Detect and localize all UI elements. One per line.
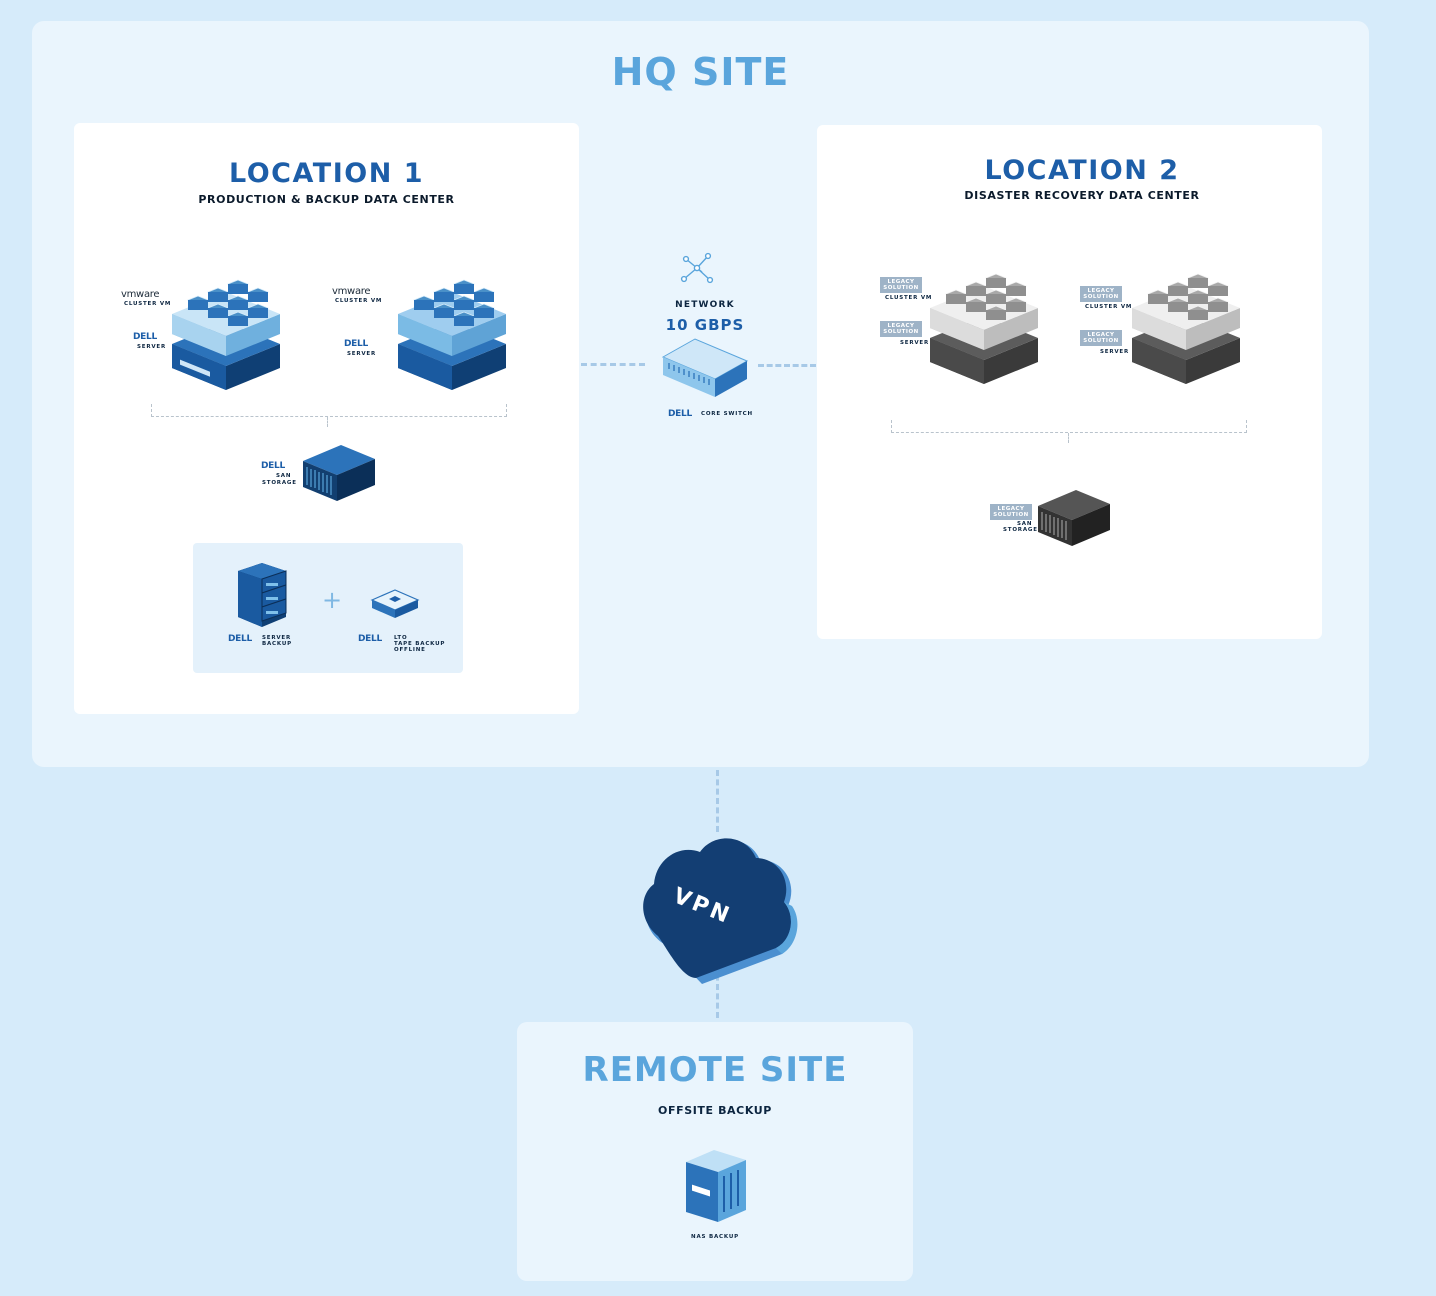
legacy-server-stack-1 bbox=[924, 256, 1044, 388]
vm-server-stack-icon bbox=[398, 279, 506, 390]
nas-backup-label: NAS BACKUP bbox=[691, 1234, 739, 1240]
legacy-san-storage-icon bbox=[1036, 488, 1112, 550]
remote-site-subtitle: OFFSITE BACKUP bbox=[658, 1104, 772, 1117]
dell-logo: DELL bbox=[344, 339, 368, 349]
tape-backup-label: TAPE BACKUP bbox=[394, 641, 446, 647]
network-link-left bbox=[581, 363, 645, 366]
lto-label: LTO bbox=[394, 635, 408, 641]
network-link-right bbox=[758, 364, 816, 367]
legacy-text: LEGACY bbox=[997, 506, 1025, 512]
dell-logo: DELL bbox=[261, 461, 285, 471]
location-2-subtitle: DISASTER RECOVERY DATA CENTER bbox=[964, 189, 1200, 202]
connector-bracket bbox=[151, 404, 507, 417]
cluster-vm-label: CLUSTER VM bbox=[335, 298, 383, 304]
connector-line bbox=[1068, 433, 1069, 443]
network-icon bbox=[680, 251, 714, 285]
storage-label: STORAGE bbox=[262, 480, 297, 486]
vm-server-stack-1 bbox=[166, 262, 286, 394]
vmware-logo: vmware bbox=[332, 286, 371, 297]
location-2-title: LOCATION 2 bbox=[984, 155, 1180, 186]
backup-server-icon bbox=[236, 561, 288, 629]
solution-text: SOLUTION bbox=[883, 329, 919, 335]
dell-logo: DELL bbox=[228, 634, 252, 644]
solution-text: SOLUTION bbox=[883, 285, 919, 291]
legacy-text: LEGACY bbox=[887, 323, 915, 329]
vpn-cloud-icon bbox=[638, 832, 800, 984]
solution-text: SOLUTION bbox=[1083, 294, 1119, 300]
cluster-vm-label: CLUSTER VM bbox=[885, 295, 933, 301]
server-label: SERVER bbox=[900, 340, 930, 346]
cluster-vm-label: CLUSTER VM bbox=[124, 301, 172, 307]
vmware-logo: vmware bbox=[121, 289, 160, 300]
remote-site-title: REMOTE SITE bbox=[582, 1050, 848, 1090]
legacy-solution-badge: LEGACY SOLUTION bbox=[990, 504, 1032, 520]
connector-line bbox=[327, 417, 328, 427]
location-1-title: LOCATION 1 bbox=[228, 158, 424, 189]
storage-label: STORAGE bbox=[1003, 527, 1038, 533]
offline-label: OFFLINE bbox=[394, 647, 426, 653]
vpn-link-bottom bbox=[716, 956, 719, 1018]
dell-logo: DELL bbox=[133, 332, 157, 342]
core-switch-icon bbox=[661, 335, 749, 399]
nas-backup-icon bbox=[684, 1148, 748, 1224]
server-label: SERVER bbox=[262, 635, 292, 641]
san-storage-icon bbox=[301, 443, 377, 505]
location-2-panel bbox=[817, 125, 1322, 639]
legacy-text: LEGACY bbox=[887, 279, 915, 285]
hq-site-title: HQ SITE bbox=[611, 50, 790, 94]
vpn-link-top bbox=[716, 770, 719, 832]
network-speed: 10 GBPS bbox=[665, 316, 745, 334]
backup-label: BACKUP bbox=[262, 641, 292, 647]
legacy-solution-badge: LEGACY SOLUTION bbox=[1080, 286, 1122, 302]
san-label: SAN bbox=[276, 473, 292, 479]
solution-text: SOLUTION bbox=[993, 512, 1029, 518]
vm-server-stack-2 bbox=[392, 262, 512, 394]
legacy-server-stack-2 bbox=[1126, 256, 1246, 388]
legacy-solution-badge: LEGACY SOLUTION bbox=[880, 277, 922, 293]
location-1-subtitle: PRODUCTION & BACKUP DATA CENTER bbox=[198, 193, 455, 206]
server-label: SERVER bbox=[347, 351, 377, 357]
legacy-text: LEGACY bbox=[1087, 332, 1115, 338]
solution-text: SOLUTION bbox=[1083, 338, 1119, 344]
server-label: SERVER bbox=[137, 344, 167, 350]
core-switch-label: CORE SWITCH bbox=[701, 411, 753, 417]
cluster-vm-label: CLUSTER VM bbox=[1085, 304, 1133, 310]
legacy-solution-badge: LEGACY SOLUTION bbox=[1080, 330, 1122, 346]
vm-server-stack-icon bbox=[172, 279, 280, 390]
legacy-text: LEGACY bbox=[1087, 288, 1115, 294]
legacy-solution-badge: LEGACY SOLUTION bbox=[880, 321, 922, 337]
legacy-server-stack-icon bbox=[930, 273, 1038, 384]
dell-logo: DELL bbox=[668, 409, 692, 419]
plus-sign: + bbox=[322, 586, 343, 614]
server-label: SERVER bbox=[1100, 349, 1130, 355]
tape-backup-icon bbox=[370, 586, 420, 620]
san-label: SAN bbox=[1017, 521, 1033, 527]
network-label: NETWORK bbox=[675, 300, 735, 310]
dell-logo: DELL bbox=[358, 634, 382, 644]
legacy-server-stack-icon bbox=[1132, 273, 1240, 384]
connector-bracket bbox=[891, 420, 1247, 433]
